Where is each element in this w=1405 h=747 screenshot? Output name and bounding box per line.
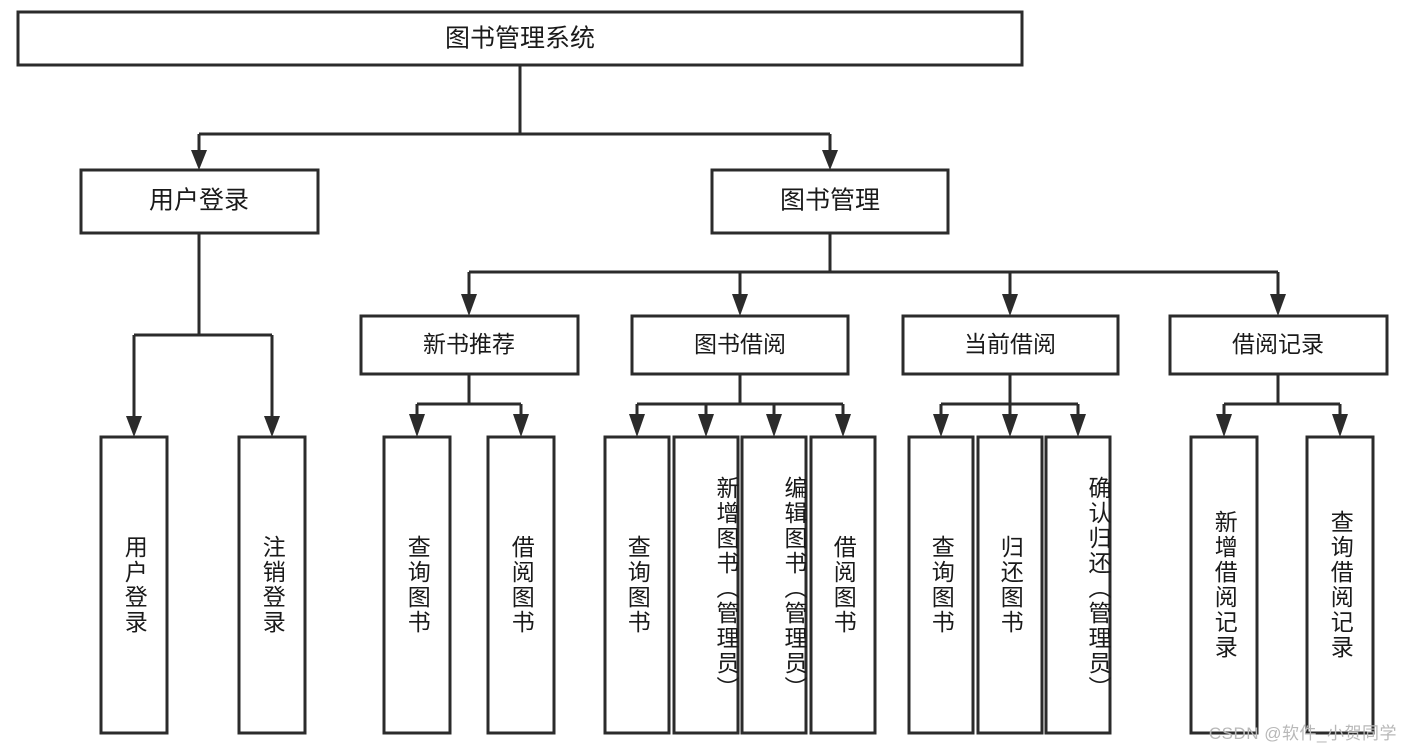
node-book-management-label: 图书管理 xyxy=(780,187,880,215)
leaf-box-add-borrow-record[interactable] xyxy=(1189,435,1259,735)
node-borrow-record[interactable]: 借阅记录 xyxy=(1168,314,1389,376)
arrow-to-leaf-borrow-book-1 xyxy=(513,414,529,437)
arrow-to-current-borrow xyxy=(1002,294,1018,316)
node-current-borrow-box[interactable] xyxy=(901,314,1120,376)
node-borrow-record-label: 借阅记录 xyxy=(1232,331,1324,357)
connector-group-root xyxy=(191,65,838,170)
leaf-box-query-book-1[interactable] xyxy=(382,435,452,735)
node-root-title-label: 图书管理系统 xyxy=(445,25,595,53)
arrow-to-leaf-query-book-3 xyxy=(933,414,949,437)
node-current-borrow-label: 当前借阅 xyxy=(964,331,1056,357)
connector-group-book-borrow xyxy=(629,374,851,437)
leaf-box-return-book[interactable] xyxy=(976,435,1044,735)
node-root-title[interactable]: 图书管理系统 xyxy=(16,10,1024,67)
leaf-box-user-login[interactable] xyxy=(99,435,169,735)
leaf-box-logout-login[interactable] xyxy=(237,435,307,735)
leaf-box-query-borrow-record[interactable] xyxy=(1305,435,1375,735)
leaf-box-borrow-book-1[interactable] xyxy=(486,435,556,735)
node-new-book-recommend[interactable]: 新书推荐 xyxy=(359,314,580,376)
node-book-borrow-label: 图书借阅 xyxy=(694,331,786,357)
connector-group-current-borrow xyxy=(933,374,1086,437)
node-book-borrow[interactable]: 图书借阅 xyxy=(630,314,850,376)
node-new-book-recommend-label: 新书推荐 xyxy=(423,331,515,357)
arrow-to-new-book-recommend xyxy=(461,294,477,316)
arrow-to-leaf-query-book-1 xyxy=(409,414,425,437)
node-current-borrow[interactable]: 当前借阅 xyxy=(901,314,1120,376)
arrow-to-book-management xyxy=(822,150,838,170)
connector-group-new-book-recommend xyxy=(409,374,529,437)
node-user-login[interactable]: 用户登录 xyxy=(79,168,320,235)
arrow-to-leaf-confirm-return xyxy=(1070,414,1086,437)
node-root-title-box[interactable] xyxy=(16,10,1024,67)
leaf-box-add-book-admin[interactable] xyxy=(672,435,740,735)
arrow-to-leaf-logout-login xyxy=(264,416,280,437)
node-book-management[interactable]: 图书管理 xyxy=(710,168,950,235)
node-borrow-record-box[interactable] xyxy=(1168,314,1389,376)
arrow-to-leaf-query-borrow-record xyxy=(1332,414,1348,437)
node-user-login-box[interactable] xyxy=(79,168,320,235)
leaf-boxes-group xyxy=(99,435,1375,735)
arrow-to-leaf-query-book-2 xyxy=(629,414,645,437)
leaf-box-query-book-3[interactable] xyxy=(907,435,975,735)
arrow-to-leaf-edit-book-admin xyxy=(766,414,782,437)
arrow-to-borrow-record xyxy=(1270,294,1286,316)
leaf-box-confirm-return[interactable] xyxy=(1044,435,1112,735)
csdn-watermark: CSDN @软件_小贺同学 xyxy=(1208,724,1397,743)
arrow-to-leaf-add-borrow-record xyxy=(1216,414,1232,437)
node-user-login-label: 用户登录 xyxy=(149,187,249,215)
arrow-to-leaf-return-book xyxy=(1002,414,1018,437)
connector-group-borrow-record xyxy=(1216,374,1348,437)
node-new-book-recommend-box[interactable] xyxy=(359,314,580,376)
arrow-to-user-login xyxy=(191,150,207,170)
connector-group-user-login xyxy=(126,233,280,437)
connector-group-book-management xyxy=(461,233,1286,316)
arrow-to-book-borrow xyxy=(732,294,748,316)
arrow-to-leaf-user-login xyxy=(126,416,142,437)
leaf-box-query-book-2[interactable] xyxy=(603,435,671,735)
node-book-management-box[interactable] xyxy=(710,168,950,235)
arrow-to-leaf-borrow-book-2 xyxy=(835,414,851,437)
leaf-box-borrow-book-2[interactable] xyxy=(809,435,877,735)
arrow-to-leaf-add-book-admin xyxy=(698,414,714,437)
node-book-borrow-box[interactable] xyxy=(630,314,850,376)
leaf-box-edit-book-admin[interactable] xyxy=(740,435,808,735)
